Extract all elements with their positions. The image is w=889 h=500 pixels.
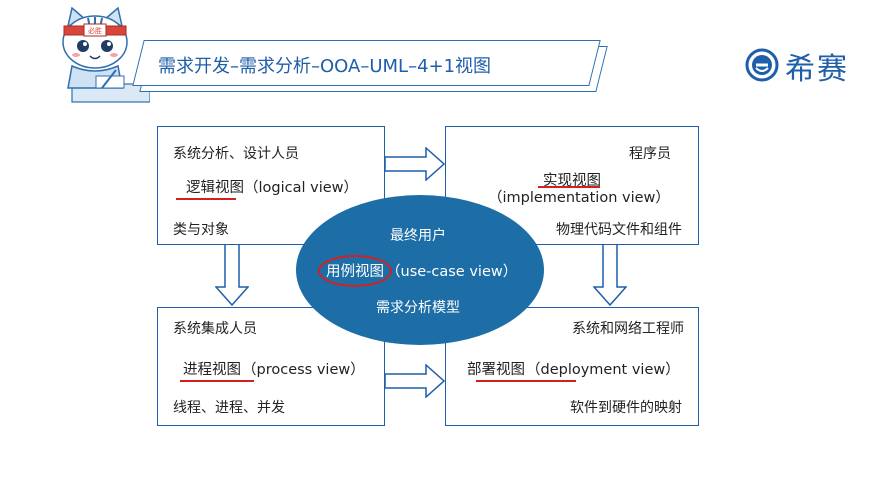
- usecase-view-highlight-ring: [318, 255, 392, 287]
- deployment-view-detail: 软件到硬件的映射: [570, 400, 682, 416]
- logical-view-role: 系统分析、设计人员: [173, 146, 299, 162]
- usecase-view-role: 最终用户: [390, 228, 446, 244]
- usecase-view-name: 用例视图: [326, 264, 384, 280]
- cat-mascot-illustration: 必胜: [62, 6, 150, 103]
- process-view-role: 系统集成人员: [173, 321, 257, 337]
- svg-text:必胜: 必胜: [88, 26, 102, 35]
- implementation-view-underline: [538, 186, 600, 188]
- logical-view-name: 逻辑视图: [186, 180, 244, 196]
- implementation-view-detail: 物理代码文件和组件: [556, 222, 682, 238]
- process-view-underline: [180, 380, 254, 382]
- logical-view-name-en: （logical view）: [244, 180, 359, 196]
- deployment-view-role: 系统和网络工程师: [572, 321, 684, 337]
- deployment-view-name-en: （deployment view）: [526, 362, 680, 378]
- usecase-view-ellipse: 最终用户 用例视图 （use-case view） 需求分析模型: [296, 195, 544, 345]
- usecase-view-detail: 需求分析模型: [376, 300, 460, 316]
- deployment-view-name: 部署视图: [467, 362, 525, 378]
- deployment-view-underline: [476, 380, 576, 382]
- usecase-view-name-en: （use-case view）: [386, 264, 518, 280]
- implementation-view-name-en: （implementation view）: [488, 190, 670, 206]
- process-view-detail: 线程、进程、并发: [173, 400, 285, 416]
- logical-view-detail: 类与对象: [173, 222, 229, 238]
- arrow-logical-to-process: [215, 243, 249, 307]
- implementation-view-name: 实现视图: [543, 173, 601, 189]
- process-view-name: 进程视图: [183, 362, 241, 378]
- logical-view-underline: [176, 198, 236, 200]
- e-circle-logo-icon: [745, 48, 779, 82]
- arrow-logical-to-implementation: [384, 147, 446, 181]
- process-view-name-en: （process view）: [242, 362, 365, 378]
- brand-name: 希赛: [785, 52, 849, 87]
- arrow-implementation-to-deployment: [593, 243, 627, 307]
- implementation-view-role: 程序员: [629, 146, 671, 162]
- arrow-process-to-deployment: [384, 364, 446, 398]
- page-title: 需求开发–需求分析–OOA–UML–4+1视图: [158, 56, 492, 77]
